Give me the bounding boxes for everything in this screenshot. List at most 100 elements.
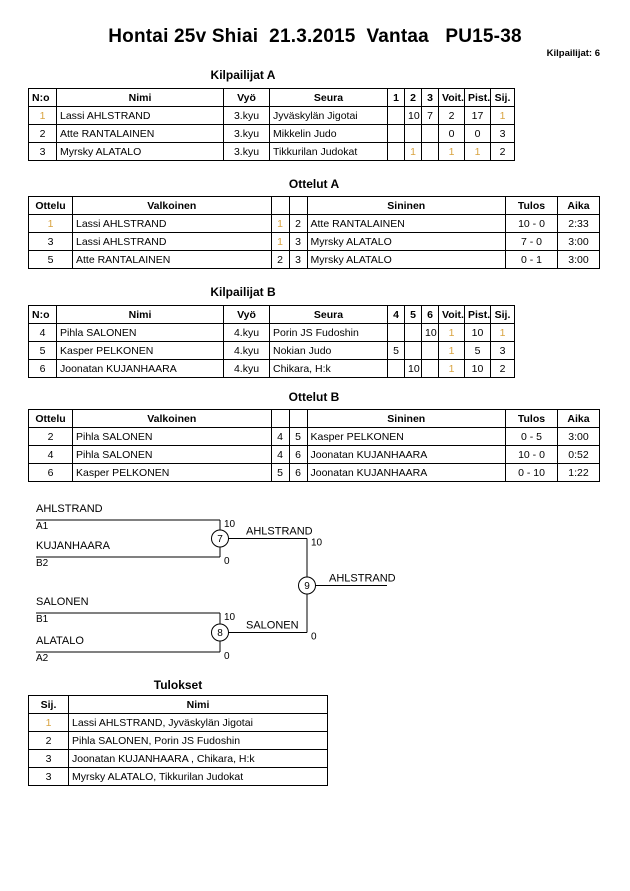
column-header: 1 — [387, 88, 405, 107]
cell-points: 10 — [464, 359, 491, 378]
column-header: N:o — [28, 305, 57, 324]
caption-pool-a: Kilpailijat A — [210, 68, 276, 82]
cell-bno: 2 — [288, 214, 308, 233]
cell-belt: 3.kyu — [223, 106, 270, 125]
cell-blue: Kasper PELKONEN — [306, 427, 506, 446]
cell-bno: 3 — [288, 232, 308, 251]
cell-time: 2:33 — [557, 214, 600, 233]
cell-wno: 4 — [270, 427, 290, 446]
cell-m1 — [387, 359, 405, 378]
bracket-score-lower-top: 10 — [224, 612, 236, 623]
column-header: Nimi — [68, 695, 328, 714]
cell-club: Mikkelin Judo — [269, 124, 388, 143]
cell-result: 0 - 5 — [505, 427, 558, 446]
cell-m3 — [421, 124, 439, 143]
cell-no: 1 — [28, 106, 57, 125]
cell-result: 7 - 0 — [505, 232, 558, 251]
cell-wins: 1 — [438, 323, 465, 342]
column-header: Seura — [269, 88, 388, 107]
cell-bno: 6 — [288, 463, 308, 482]
cell-wins: 1 — [438, 142, 465, 161]
cell-name: Pihla SALONEN, Porin JS Fudoshin — [68, 731, 328, 750]
column-header: Nimi — [56, 305, 224, 324]
cell-name: Pihla SALONEN — [56, 323, 224, 342]
cell-wins: 1 — [438, 359, 465, 378]
column-header: Tulos — [505, 409, 558, 428]
cell-time: 3:00 — [557, 250, 600, 269]
cell-m3: 10 — [421, 323, 439, 342]
cell-white: Pihla SALONEN — [72, 445, 272, 464]
bracket-seed-lower-top: B1 — [36, 614, 49, 625]
cell-bout: 4 — [28, 445, 73, 464]
cell-no: 5 — [28, 341, 57, 360]
column-header: Sij. — [490, 305, 515, 324]
bracket-winner-lower: SALONEN — [246, 620, 299, 632]
cell-belt: 4.kyu — [223, 323, 270, 342]
cell-bout: 3 — [28, 232, 73, 251]
cell-white: Pihla SALONEN — [72, 427, 272, 446]
cell-belt: 3.kyu — [223, 142, 270, 161]
cell-time: 0:52 — [557, 445, 600, 464]
bracket-seed-upper-bottom: B2 — [36, 558, 49, 569]
cell-wins: 1 — [438, 341, 465, 360]
column-header — [288, 409, 308, 428]
column-header: Pist. — [464, 305, 491, 324]
caption-bouts-b: Ottelut B — [288, 390, 340, 404]
column-header: Voit. — [438, 305, 465, 324]
cell-result: 0 - 1 — [505, 250, 558, 269]
column-header: N:o — [28, 88, 57, 107]
cell-rank: 3 — [28, 767, 69, 786]
bracket-winner-upper: AHLSTRAND — [246, 526, 313, 538]
column-header: Nimi — [56, 88, 224, 107]
cell-white: Lassi AHLSTRAND — [72, 232, 272, 251]
cell-blue: Joonatan KUJANHAARA — [306, 445, 506, 464]
entrant-count: Kilpailijat: 6 — [546, 48, 600, 59]
column-header: Sij. — [490, 88, 515, 107]
column-header: Pist. — [464, 88, 491, 107]
cell-white: Atte RANTALAINEN — [72, 250, 272, 269]
cell-rank: 3 — [490, 124, 515, 143]
cell-rank: 2 — [28, 731, 69, 750]
column-header: Valkoinen — [72, 409, 272, 428]
column-header: Ottelu — [28, 196, 73, 215]
column-header: Tulos — [505, 196, 558, 215]
cell-time: 3:00 — [557, 427, 600, 446]
caption-bouts-a: Ottelut A — [288, 177, 340, 191]
column-header: 4 — [387, 305, 405, 324]
cell-bout: 1 — [28, 214, 73, 233]
cell-rank: 1 — [28, 713, 69, 732]
cell-bout: 6 — [28, 463, 73, 482]
bracket-score-upper-top: 10 — [224, 519, 236, 530]
cell-belt: 4.kyu — [223, 341, 270, 360]
cell-name: Atte RANTALAINEN — [56, 124, 224, 143]
bracket-winner-final: AHLSTRAND — [329, 573, 396, 585]
cell-blue: Joonatan KUJANHAARA — [306, 463, 506, 482]
cell-white: Kasper PELKONEN — [72, 463, 272, 482]
cell-wno: 2 — [270, 250, 290, 269]
caption-results: Tulokset — [153, 678, 203, 692]
cell-white: Lassi AHLSTRAND — [72, 214, 272, 233]
cell-points: 5 — [464, 341, 491, 360]
cell-m1 — [387, 106, 405, 125]
cell-points: 17 — [464, 106, 491, 125]
cell-points: 1 — [464, 142, 491, 161]
cell-wno: 1 — [270, 214, 290, 233]
column-header: Aika — [557, 196, 600, 215]
bracket-score-lower-bottom: 0 — [224, 651, 230, 662]
cell-m2 — [404, 323, 422, 342]
column-header — [270, 196, 290, 215]
cell-rank: 1 — [490, 106, 515, 125]
cell-wins: 2 — [438, 106, 465, 125]
column-header: Vyö — [223, 305, 270, 324]
